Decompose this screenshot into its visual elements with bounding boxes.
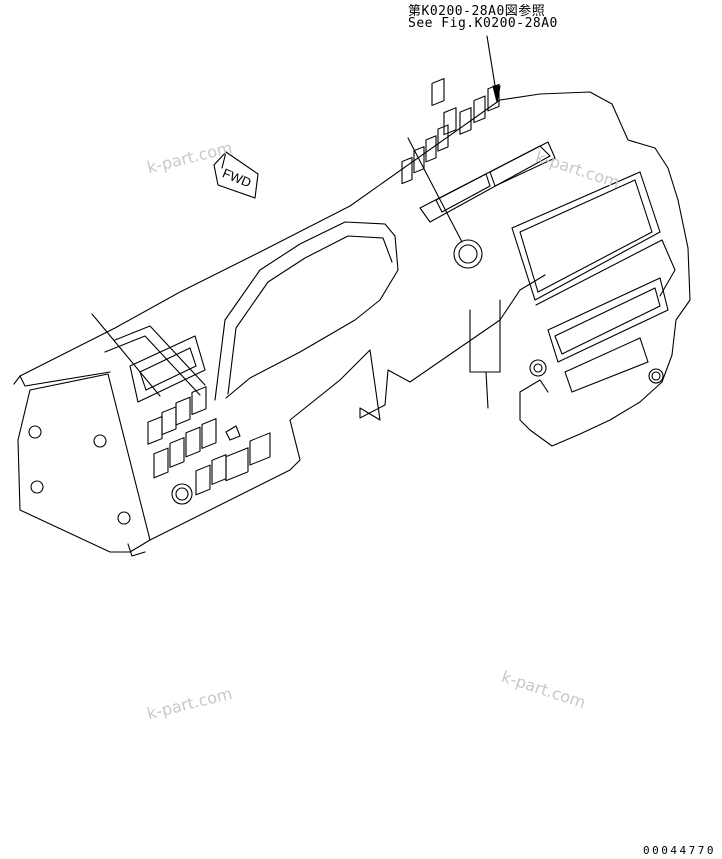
reference-note-english: See Fig.K0200-28A0 (408, 16, 558, 31)
console-knob (648, 368, 664, 384)
mounting-hole (117, 511, 131, 525)
reference-note-japanese: 第K0200-28A0図参照 (408, 4, 546, 19)
radio-slot (547, 277, 669, 363)
reference-leader-arrow (486, 35, 501, 103)
console-knob (529, 359, 547, 377)
lighter-socket (171, 483, 193, 505)
ignition-knob (407, 137, 483, 269)
center-console (511, 171, 676, 393)
top-vent (419, 145, 551, 223)
mounting-hole (30, 480, 44, 494)
left-switch-group (147, 386, 271, 505)
right-switch-group (401, 78, 501, 409)
meter-hood (214, 221, 399, 401)
left-vent (129, 335, 206, 403)
small-knob (225, 425, 241, 441)
top-vent (489, 141, 556, 187)
left-end-cap (17, 373, 151, 553)
top-vent (435, 173, 491, 213)
fwd-direction-tag: FWD (213, 151, 259, 199)
dashboard-panel (13, 91, 691, 557)
mounting-hole (28, 425, 42, 439)
lower-slot (564, 337, 649, 393)
drawing-number: 00044770 (643, 844, 716, 857)
mounting-hole (93, 434, 107, 448)
